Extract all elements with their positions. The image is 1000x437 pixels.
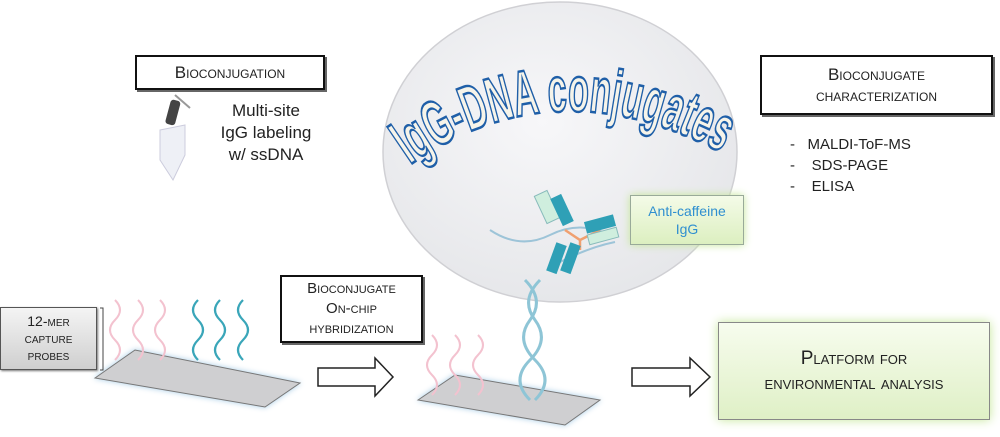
capture-probes-label: 12-mer capture probes (0, 307, 97, 370)
platform-label: Platform for environmental analysis (718, 322, 990, 420)
characterization-label: Bioconjugate characterization (760, 55, 993, 115)
method-item: - SDS-PAGE (790, 157, 889, 174)
bioconjugation-description: Multi-site IgG labeling w/ ssDNA (220, 101, 312, 164)
arrow-right-icon (317, 356, 395, 398)
method-item: - MALDI-ToF-MS (790, 136, 911, 153)
hybridization-label: Bioconjugate On-chip hybridization (280, 275, 423, 343)
method-elisa: ELISA (811, 178, 855, 195)
dna-strands-icon (191, 299, 250, 361)
method-sds-page: SDS-PAGE (811, 157, 889, 174)
antibody-label: Anti-caffeine IgG (630, 195, 744, 245)
chip-slide-1 (93, 299, 302, 408)
method-maldi: MALDI-ToF-MS (807, 136, 911, 153)
chip-slide-2 (416, 278, 602, 426)
pipette-tube-icon (159, 94, 191, 182)
bioconjugation-label: Bioconjugation (135, 55, 325, 90)
characterization-methods: - MALDI-ToF-MS - SDS-PAGE - ELISA (790, 134, 911, 197)
arrow-right-icon (631, 356, 712, 398)
method-item: - ELISA (790, 178, 855, 195)
antibody-icon (489, 189, 620, 275)
